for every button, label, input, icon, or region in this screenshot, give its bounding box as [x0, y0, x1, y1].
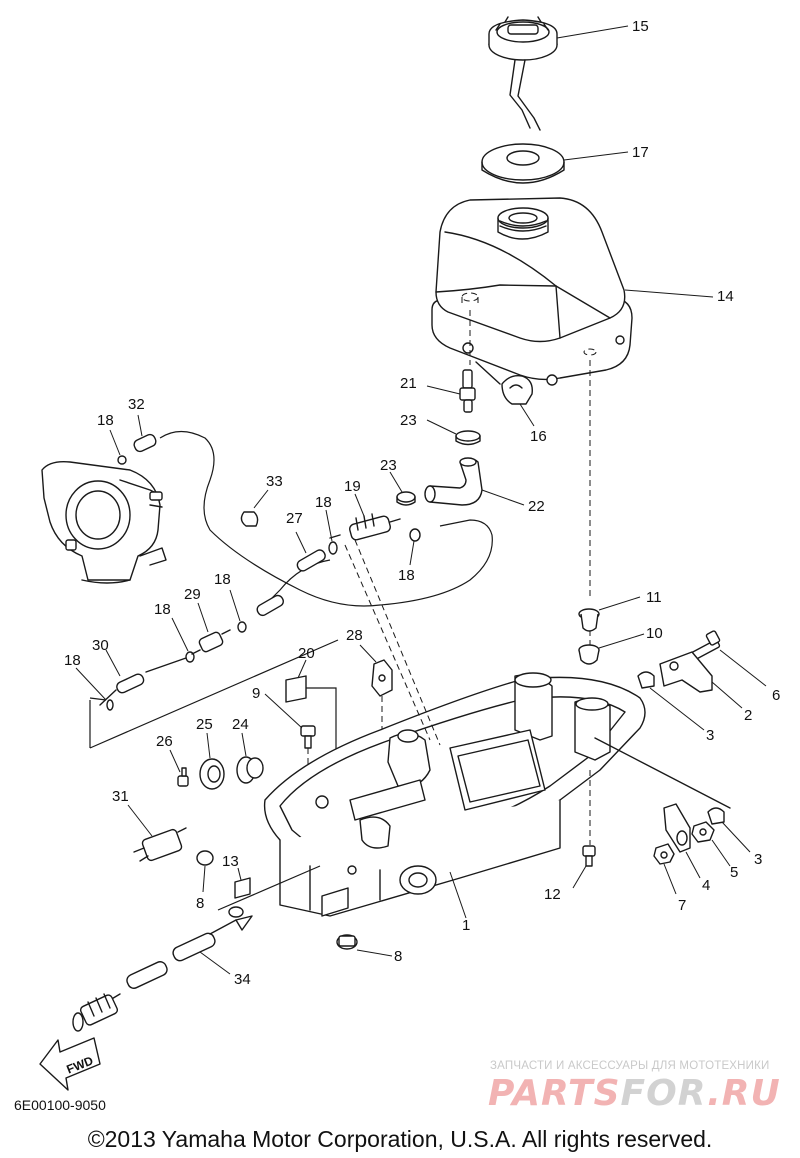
part-24-grommet: [236, 756, 264, 784]
part-34-cable-assembly: [72, 906, 253, 1032]
callout-18f: 18: [64, 652, 81, 669]
callout-1: 1: [462, 917, 470, 934]
part-18-clip-f: [106, 699, 114, 711]
watermark-logo-part1: PARTS: [488, 1073, 621, 1114]
part-32-hose: [133, 433, 157, 453]
part-11-grommet: [578, 608, 600, 632]
part-8-grommet-upper: [196, 850, 214, 866]
part-29-check-valve: [191, 629, 231, 655]
callout-10: 10: [646, 625, 663, 642]
callout-8a: 8: [196, 895, 204, 912]
part-33-clamp: [240, 511, 259, 527]
callout-23b: 23: [380, 457, 397, 474]
part-21-fuel-joint: [459, 369, 476, 413]
part-30-hose: [99, 657, 187, 706]
callout-30: 30: [92, 637, 109, 654]
callout-32: 32: [128, 396, 145, 413]
callout-numbers: 15 17 14 21 16 23 23 22 19 18 18 33 27 3…: [64, 18, 780, 988]
part-20-plate: [285, 675, 307, 703]
watermark-logo-part2: FOR: [620, 1073, 708, 1114]
callout-24: 24: [232, 716, 249, 733]
callout-16: 16: [530, 428, 547, 445]
callout-18e: 18: [154, 601, 171, 618]
callout-21: 21: [400, 375, 417, 392]
callout-18d: 18: [214, 571, 231, 588]
callout-20: 20: [298, 645, 315, 662]
callout-11: 11: [646, 589, 662, 606]
part-1-bottom-cowling: [263, 672, 646, 917]
diagram-code: 6E00100-9050: [14, 1097, 106, 1113]
callout-27: 27: [286, 510, 303, 527]
callout-22: 22: [528, 498, 545, 515]
callout-9: 9: [252, 685, 260, 702]
part-12-screw: [582, 845, 596, 867]
part-19-fuel-filter: [329, 513, 401, 541]
callout-17: 17: [632, 144, 649, 161]
callout-12: 12: [544, 886, 561, 903]
callout-3a: 3: [706, 727, 714, 744]
callout-3b: 3: [754, 851, 762, 868]
callout-18c: 18: [398, 567, 415, 584]
fuel-hose-loop: [159, 430, 493, 607]
part-18-clip-a: [117, 455, 127, 465]
part-25-grommet: [199, 758, 225, 790]
callout-19: 19: [344, 478, 361, 495]
watermark-logo: PARTSFOR.RU: [488, 1073, 781, 1114]
callout-2: 2: [744, 707, 752, 724]
part-22-fuel-hose: [424, 457, 483, 506]
callout-15: 15: [632, 18, 649, 35]
part-13-tag: [234, 877, 251, 899]
callout-25: 25: [196, 716, 213, 733]
copyright-notice: ©2013 Yamaha Motor Corporation, U.S.A. A…: [87, 1126, 713, 1152]
part-14-fuel-tank: [431, 197, 633, 386]
callout-26: 26: [156, 733, 173, 750]
callout-23a: 23: [400, 412, 417, 429]
part-26-screw: [177, 767, 189, 787]
callout-5: 5: [730, 864, 738, 881]
callout-6: 6: [772, 687, 780, 704]
callout-28: 28: [346, 627, 363, 644]
part-3-clip-lower: [707, 807, 725, 825]
callout-18b: 18: [315, 494, 332, 511]
watermark-logo-part3: .RU: [707, 1073, 781, 1114]
callout-31: 31: [112, 788, 129, 805]
part-28-bracket: [371, 659, 393, 697]
callout-14: 14: [717, 288, 734, 305]
callout-33: 33: [266, 473, 283, 490]
watermark-subtitle: ЗАПЧАСТИ И АКСЕССУАРЫ ДЛЯ МОТОТЕХНИКИ: [490, 1060, 770, 1072]
part-18-clip-d: [237, 621, 247, 633]
part-23-hose-clamp-lower: [396, 491, 416, 506]
part-3-clip-upper: [637, 671, 655, 689]
fwd-direction-arrow: FWD: [39, 1037, 101, 1091]
callout-13: 13: [222, 853, 239, 870]
part-4-bracket: [663, 803, 691, 853]
callout-18a: 18: [97, 412, 114, 429]
part-15-fuel-cap: [488, 16, 558, 131]
part-10-damper: [578, 644, 600, 665]
part-2-bracket: [659, 651, 713, 693]
callout-4: 4: [702, 877, 710, 894]
callout-7: 7: [678, 897, 686, 914]
part-27-hose: [256, 549, 326, 617]
part-9-bolt: [300, 725, 316, 749]
part-23-hose-clamp-upper: [455, 430, 481, 446]
part-31-switch: [133, 827, 187, 862]
part-5-nut: [691, 821, 715, 843]
part-18-clip-c: [409, 528, 421, 542]
part-8-grommet-lower: [336, 934, 358, 950]
part-18-clip-e: [185, 651, 195, 663]
part-16-clip: [475, 361, 533, 405]
part-17-gasket: [481, 143, 565, 184]
callout-29: 29: [184, 586, 201, 603]
part-18-clip-b: [328, 541, 338, 555]
intake-silencer: [41, 460, 167, 584]
part-7-nut: [653, 843, 675, 865]
callout-34: 34: [234, 971, 251, 988]
callout-8b: 8: [394, 948, 402, 965]
